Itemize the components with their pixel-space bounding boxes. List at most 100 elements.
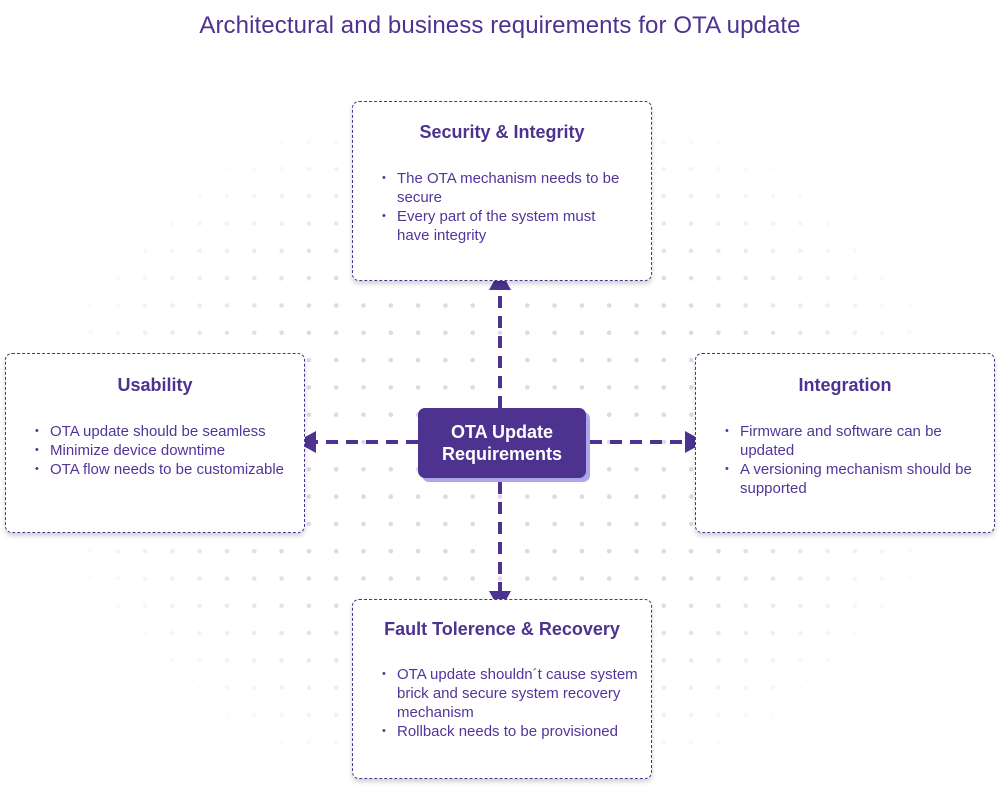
background-dot [470, 494, 476, 499]
background-dot [661, 658, 667, 663]
background-dot [852, 576, 858, 581]
background-dot [552, 494, 557, 499]
background-dot [661, 740, 667, 745]
background-dot [415, 494, 421, 499]
background-dot [770, 712, 776, 718]
background-dot [333, 303, 339, 308]
background-dot [115, 576, 121, 581]
background-dot [661, 412, 667, 418]
background-dot [443, 521, 448, 527]
background-dot [688, 630, 694, 636]
background-dot [306, 166, 312, 172]
background-dot [142, 630, 148, 636]
background-dot [770, 685, 776, 690]
list-item: Firmware and software can be updated [724, 422, 984, 460]
background-dot [252, 248, 257, 254]
background-dot [688, 521, 694, 527]
background-dot [142, 330, 148, 336]
background-dot [333, 194, 339, 199]
background-dot [361, 439, 366, 445]
background-dot [252, 685, 257, 690]
background-dot [415, 303, 421, 308]
background-dot [879, 275, 885, 281]
background-dot [634, 576, 639, 581]
background-dot [770, 330, 776, 336]
background-dot [170, 576, 175, 581]
background-dot [443, 330, 448, 336]
background-dot [115, 630, 121, 636]
background-dot [525, 385, 530, 390]
background-dot [688, 166, 694, 172]
background-dot [306, 603, 312, 609]
background-dot [579, 357, 585, 363]
background-dot [252, 275, 257, 281]
background-dot [88, 330, 93, 336]
background-dot [197, 603, 202, 609]
background-dot [443, 576, 448, 581]
background-dot [224, 221, 230, 226]
background-dot [115, 248, 121, 254]
background-dot [252, 603, 257, 609]
background-dot [798, 194, 803, 199]
background-dot [688, 330, 694, 336]
fault-tolerance-recovery-card: Fault Tolerence & Recovery OTA update sh… [352, 599, 652, 779]
background-dot [388, 467, 394, 472]
background-dot [197, 548, 202, 554]
background-dot [525, 521, 530, 527]
background-dot [716, 685, 721, 690]
background-dot [825, 603, 830, 609]
security-integrity-card: Security & Integrity The OTA mechanism n… [352, 101, 652, 281]
background-dot [743, 248, 748, 254]
background-dot [333, 576, 339, 581]
background-dot [224, 658, 230, 663]
background-dot [142, 221, 148, 226]
background-dot [306, 275, 312, 281]
background-dot [661, 330, 667, 336]
background-dot [606, 412, 612, 418]
list-item: OTA flow needs to be customizable [34, 460, 294, 479]
background-dot [361, 467, 366, 472]
background-dot [852, 248, 858, 254]
background-dot [825, 548, 830, 554]
background-dot [770, 221, 776, 226]
background-dot [170, 303, 175, 308]
background-dot [142, 576, 148, 581]
background-dot [907, 576, 912, 581]
background-dot [170, 548, 175, 554]
background-dot [579, 576, 585, 581]
background-dot [743, 275, 748, 281]
background-dot [716, 221, 721, 226]
background-dot [798, 303, 803, 308]
background-dot [252, 194, 257, 199]
background-dot [716, 275, 721, 281]
background-dot [716, 658, 721, 663]
background-dot [470, 521, 476, 527]
background-dot [497, 576, 503, 581]
background-dot [306, 576, 312, 581]
usability-card: Usability OTA update should be seamless … [5, 353, 305, 533]
background-dot [661, 630, 667, 636]
card-title: Security & Integrity [419, 122, 585, 142]
background-dot [388, 330, 394, 336]
list-item: Minimize device downtime [34, 441, 294, 460]
background-dot [252, 658, 257, 663]
background-dot [579, 548, 585, 554]
background-dot [415, 330, 421, 336]
background-dot [661, 548, 667, 554]
background-dot [306, 139, 312, 144]
background-dot [716, 630, 721, 636]
background-dot [770, 658, 776, 663]
background-dot [197, 685, 202, 690]
background-dot [661, 194, 667, 199]
background-dot [634, 494, 639, 499]
requirement-list: OTA update should be seamless Minimize d… [34, 422, 294, 479]
background-dot [224, 330, 230, 336]
background-dot [688, 548, 694, 554]
background-dot [798, 330, 803, 336]
background-dot [252, 576, 257, 581]
background-dot [716, 330, 721, 336]
background-dot [333, 740, 339, 745]
background-dot [333, 494, 339, 499]
background-dot [525, 330, 530, 336]
background-dot [579, 303, 585, 308]
